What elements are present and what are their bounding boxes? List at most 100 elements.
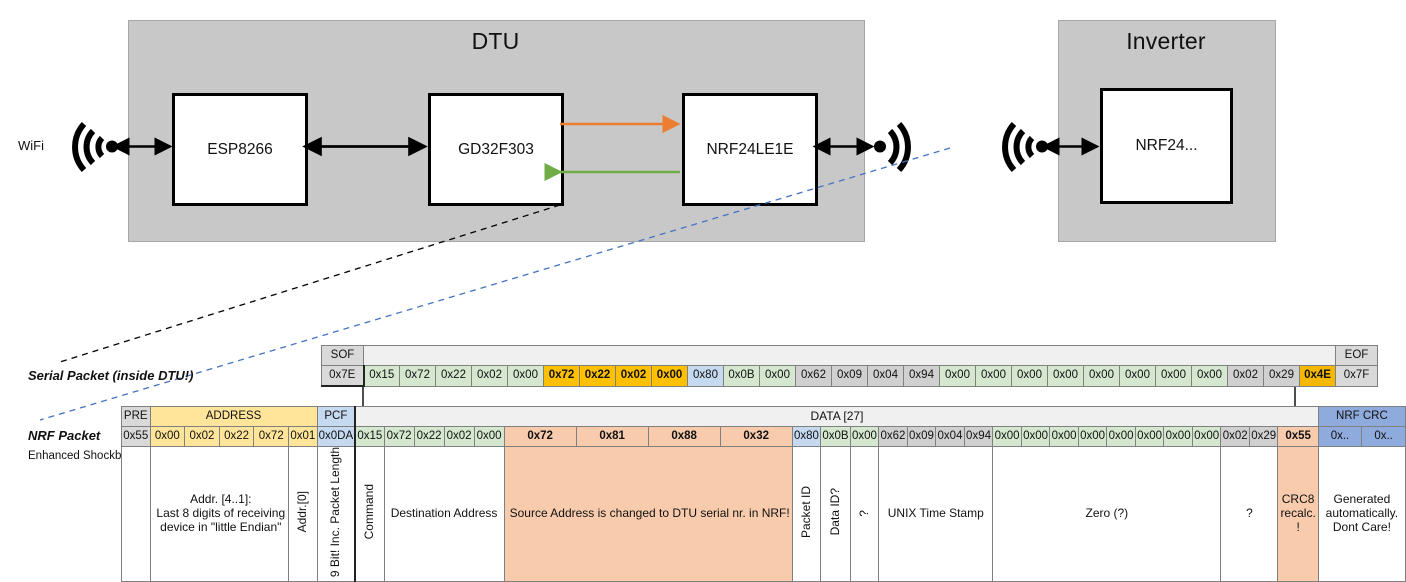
nrf-annot-unix-time-stamp: UNIX Time Stamp (878, 446, 994, 582)
serial-byte-19: 0x00 (1047, 365, 1084, 387)
serial-byte-3: 0x02 (471, 365, 508, 387)
dtu-title: DTU (471, 28, 520, 54)
nrf-annot-packet-id: Packet ID (791, 446, 822, 582)
nrf-byte-4: 0x00 (473, 426, 505, 447)
chip-gd32f303: GD32F303 (428, 93, 564, 206)
nrf-byte-8: 0x32 (719, 426, 793, 447)
serial-byte-11: 0x00 (759, 365, 796, 387)
nrf-address-byte-0: 0x00 (149, 426, 186, 447)
serial-byte-13: 0x09 (831, 365, 868, 387)
nrf-byte-9: 0x80 (791, 426, 822, 447)
nrf-pre-value: 0x55 (121, 426, 151, 447)
chip-nrf24: NRF24... (1100, 88, 1233, 204)
nrf-annot-addr0: Addr.[0] (288, 446, 318, 582)
nrf-annot-source-note: Source Address is changed to DTU serial … (503, 446, 793, 582)
serial-byte-14: 0x04 (867, 365, 904, 387)
nrf-byte-15: 0x94 (963, 426, 994, 447)
serial-byte-21: 0x00 (1119, 365, 1156, 387)
serial-byte-0: 0x15 (362, 365, 400, 387)
chip-esp8266-label: ESP8266 (207, 140, 273, 158)
nrf-byte-21: 0x00 (1134, 426, 1165, 447)
nrf-byte-18: 0x00 (1049, 426, 1079, 447)
nrf-group-pcf: PCF (316, 406, 356, 427)
serial-byte-1: 0x72 (399, 365, 436, 387)
nrf-annot-zero: Zero (?) (992, 446, 1222, 582)
nrf-byte-11: 0x00 (849, 426, 880, 447)
nrf-address-byte-3: 0x72 (253, 426, 290, 447)
nrf-byte-6: 0x81 (575, 426, 649, 447)
nrf-byte-2: 0x22 (413, 426, 445, 447)
chip-nrf24le1e: NRF24LE1E (682, 93, 818, 206)
nrf-byte-24: 0x02 (1220, 426, 1250, 447)
nrf-byte-14: 0x04 (935, 426, 965, 447)
nrf-group-pre: PRE (121, 406, 151, 427)
nrf-byte-3: 0x02 (443, 426, 475, 447)
serial-byte-26: 0x4E (1299, 365, 1336, 387)
serial-byte-4: 0x00 (507, 365, 544, 387)
nrf-pcf-value: 0x0DA (316, 426, 356, 447)
inverter-title: Inverter (1126, 28, 1206, 54)
nrf-crc-value-1: 0x.. (1361, 426, 1406, 447)
nrf-address-byte-1: 0x02 (184, 426, 220, 447)
serial-byte-25: 0x29 (1263, 365, 1300, 387)
nrf-byte-23: 0x00 (1191, 426, 1222, 447)
nrf-address-byte-4: 0x01 (288, 426, 318, 447)
nrf-annot-unknown-2: ? (1220, 446, 1279, 582)
serial-byte-20: 0x00 (1083, 365, 1120, 387)
nrf-byte-22: 0x00 (1163, 426, 1193, 447)
nrf-byte-1: 0x72 (383, 426, 415, 447)
nrf-byte-7: 0x88 (647, 426, 721, 447)
chip-nrf24-label: NRF24... (1135, 137, 1198, 154)
nrf-byte-16: 0x00 (992, 426, 1022, 447)
serial-byte-9: 0x80 (687, 365, 724, 387)
serial-byte-12: 0x62 (795, 365, 832, 387)
serial-sof-header: SOF (321, 345, 364, 366)
nrf-byte-26: 0x55 (1277, 426, 1319, 447)
serial-byte-24: 0x02 (1227, 365, 1264, 387)
serial-sof-value: 0x7E (321, 365, 364, 387)
nrf-byte-17: 0x00 (1020, 426, 1051, 447)
nrf-byte-5: 0x72 (503, 426, 577, 447)
chip-gd32f303-label: GD32F303 (458, 140, 534, 158)
nrf-annot-unknown-1: ? (849, 446, 880, 582)
serial-byte-17: 0x00 (975, 365, 1012, 387)
nrf-address-byte-2: 0x22 (218, 426, 255, 447)
nrf-byte-10: 0x0B (820, 426, 851, 447)
chip-esp8266: ESP8266 (172, 93, 308, 206)
serial-byte-2: 0x22 (435, 365, 472, 387)
nrf-annot-command: Command (354, 446, 385, 582)
serial-header-row: SOF EOF (321, 345, 1378, 366)
nrf-byte-0: 0x15 (354, 426, 385, 447)
nrf-group-address: ADDRESS (149, 406, 318, 427)
serial-byte-15: 0x94 (903, 365, 940, 387)
nrf-packet-label: NRF Packet (28, 428, 101, 443)
serial-byte-5: 0x72 (543, 365, 580, 387)
nrf-packet-sublabel: Enhanced Shockburst (28, 450, 141, 462)
nrf-crc-value-0: 0x.. (1317, 426, 1363, 447)
serial-packet-label: Serial Packet (inside DTU!) (28, 368, 194, 383)
nrf-annot-destination-address: Destination Address (383, 446, 505, 582)
serial-byte-7: 0x02 (615, 365, 652, 387)
chip-nrf24le1e-label: NRF24LE1E (706, 140, 794, 158)
serial-byte-23: 0x00 (1191, 365, 1228, 387)
nrf-byte-20: 0x00 (1106, 426, 1136, 447)
nrf-byte-19: 0x00 (1077, 426, 1108, 447)
serial-eof-header: EOF (1335, 345, 1378, 366)
nrf-byte-12: 0x62 (878, 426, 908, 447)
nrf-annot-pcf-note: 9 Bit! Inc. Packet Length (316, 446, 356, 582)
nrf-byte-25: 0x29 (1248, 426, 1279, 447)
serial-byte-16: 0x00 (939, 365, 976, 387)
block-diagram: DTU ESP8266 GD32F303 NRF24LE1E Inverter … (0, 0, 1406, 260)
nrf-group-data: DATA [27] (354, 406, 1319, 427)
nrf-group-crc: NRF CRC (1317, 406, 1406, 427)
serial-byte-10: 0x0B (723, 365, 760, 387)
